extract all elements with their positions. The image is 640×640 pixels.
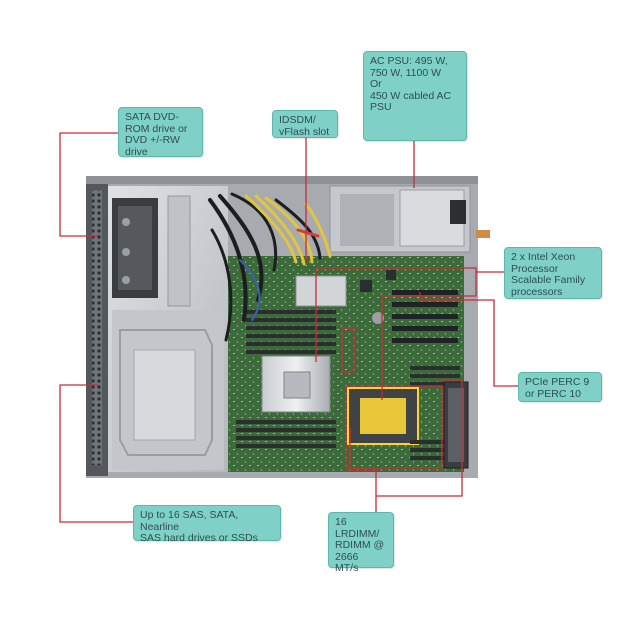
cpu-line-4: processors [511, 285, 563, 298]
leader-lines [59, 132, 518, 523]
psu-bay [329, 185, 490, 253]
memory-line-2: RDIMM @ 2666 [335, 539, 385, 563]
cpu-line-3: Scalable Family [511, 274, 586, 286]
idsdm-line-2: vFlash slot [279, 125, 330, 138]
perc-card [443, 381, 469, 469]
psu-line-3: Or [370, 78, 382, 90]
highlight-cpu1 [341, 327, 355, 373]
callout-memory: 16 LRDIMM/ RDIMM @ 2666 MT/s [328, 512, 394, 574]
drives-line-1: Up to 16 SAS, SATA, Nearline [140, 509, 239, 533]
cable-bundle [208, 192, 332, 342]
memory-line-3: MT/s [335, 562, 359, 574]
cpu-line-2: Processor [511, 262, 559, 275]
psu-line-1: AC PSU: 495 W, [370, 55, 448, 67]
psu-line-2: 750 W, 1100 W [370, 66, 442, 79]
leader-line-dvd [59, 132, 118, 237]
psu-line-5: PSU [370, 101, 392, 113]
dvd-line-3: DVD +/-RW [125, 134, 180, 146]
leader-line-cpu-2 [381, 272, 477, 400]
perc-line-1: PCIe PERC 9 [525, 376, 590, 388]
perc-line-2: or PERC 10 [525, 387, 582, 400]
callout-psu: AC PSU: 495 W, 750 W, 1100 W Or 450 W ca… [363, 51, 467, 141]
callout-cpu: 2 x Intel Xeon Processor Scalable Family… [504, 247, 602, 299]
leader-line-memory-2 [376, 379, 463, 497]
dvd-line-4: drive [125, 145, 148, 158]
callout-perc: PCIe PERC 9 or PERC 10 [518, 372, 602, 402]
leader-line-memory [349, 428, 377, 512]
dvd-line-2: ROM drive or [125, 122, 188, 135]
callout-drives: Up to 16 SAS, SATA, Nearline SAS hard dr… [133, 505, 281, 544]
psu-line-4: 450 W cabled AC [370, 89, 452, 102]
leader-line-drives [59, 384, 133, 523]
idsdm-line-1: IDSDM/ [279, 114, 316, 126]
memory-line-1: 16 LRDIMM/ [335, 516, 380, 540]
callout-dvd: SATA DVD- ROM drive or DVD +/-RW drive [118, 107, 203, 157]
leader-line-cpu [315, 267, 504, 362]
callout-idsdm: IDSDM/ vFlash slot [272, 110, 338, 138]
cpu-line-1: 2 x Intel Xeon [511, 251, 576, 263]
drives-line-2: SAS hard drives or SSDs [140, 532, 258, 544]
leader-line-perc [419, 292, 518, 387]
dvd-line-1: SATA DVD- [125, 111, 179, 123]
highlight-cpu2-memory [345, 385, 443, 469]
